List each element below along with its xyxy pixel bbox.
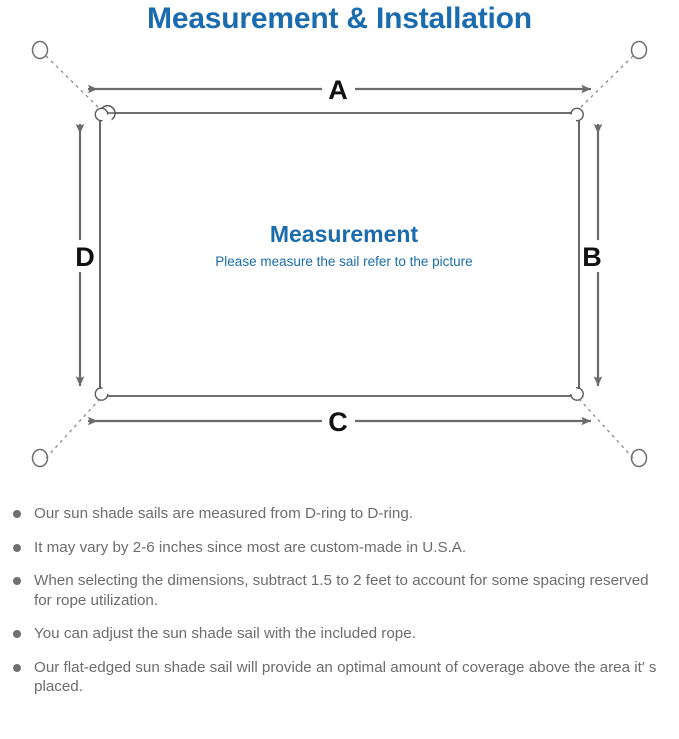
bullet-icon xyxy=(13,510,21,518)
diagram-center-subtitle: Please measure the sail refer to the pic… xyxy=(215,254,472,269)
rope-top-left xyxy=(45,55,100,109)
list-item: It may vary by 2-6 inches since most are… xyxy=(10,538,665,558)
list-item: When selecting the dimensions, subtract … xyxy=(10,571,665,610)
bullet-icon xyxy=(13,663,21,672)
list-item: Our flat-edged sun shade sail will provi… xyxy=(10,658,665,697)
dimension-arrows xyxy=(75,84,603,426)
rope-bottom-left xyxy=(45,399,100,459)
anchor-ring-bottom-left xyxy=(31,448,49,468)
anchor-rings xyxy=(31,40,648,468)
dimension-label-d: D xyxy=(75,242,95,272)
note-text: It may vary by 2-6 inches since most are… xyxy=(34,538,467,556)
bullet-icon xyxy=(13,543,21,552)
sail-edges-overlay xyxy=(99,112,580,397)
anchor-ring-top-left xyxy=(31,40,49,60)
note-text: Our flat-edged sun shade sail will provi… xyxy=(34,658,657,696)
page-title: Measurement & Installation xyxy=(147,2,532,35)
anchor-ring-top-right xyxy=(630,40,648,60)
anchor-ring-bottom-right xyxy=(630,448,648,468)
measurement-diagram: A B C D Measurement Please measure the s… xyxy=(0,34,679,504)
list-item: You can adjust the sun shade sail with t… xyxy=(10,624,665,644)
bullet-icon xyxy=(13,577,21,585)
list-item: Our sun shade sails are measured from D-… xyxy=(10,504,665,524)
rope-bottom-right xyxy=(579,399,634,459)
notes-list: Our sun shade sails are measured from D-… xyxy=(0,504,679,697)
rope-lines xyxy=(45,55,634,459)
dimension-label-c: C xyxy=(328,407,348,437)
d-ring-masks xyxy=(102,114,576,394)
dimension-label-b: B xyxy=(582,242,602,272)
bullet-icon xyxy=(13,630,21,638)
note-text: When selecting the dimensions, subtract … xyxy=(34,572,649,609)
note-text: You can adjust the sun shade sail with t… xyxy=(34,625,416,642)
rope-top-right xyxy=(579,55,634,109)
dimension-label-a: A xyxy=(328,75,348,105)
diagram-center-title: Measurement xyxy=(270,221,419,247)
note-text: Our sun shade sails are measured from D-… xyxy=(34,505,413,522)
